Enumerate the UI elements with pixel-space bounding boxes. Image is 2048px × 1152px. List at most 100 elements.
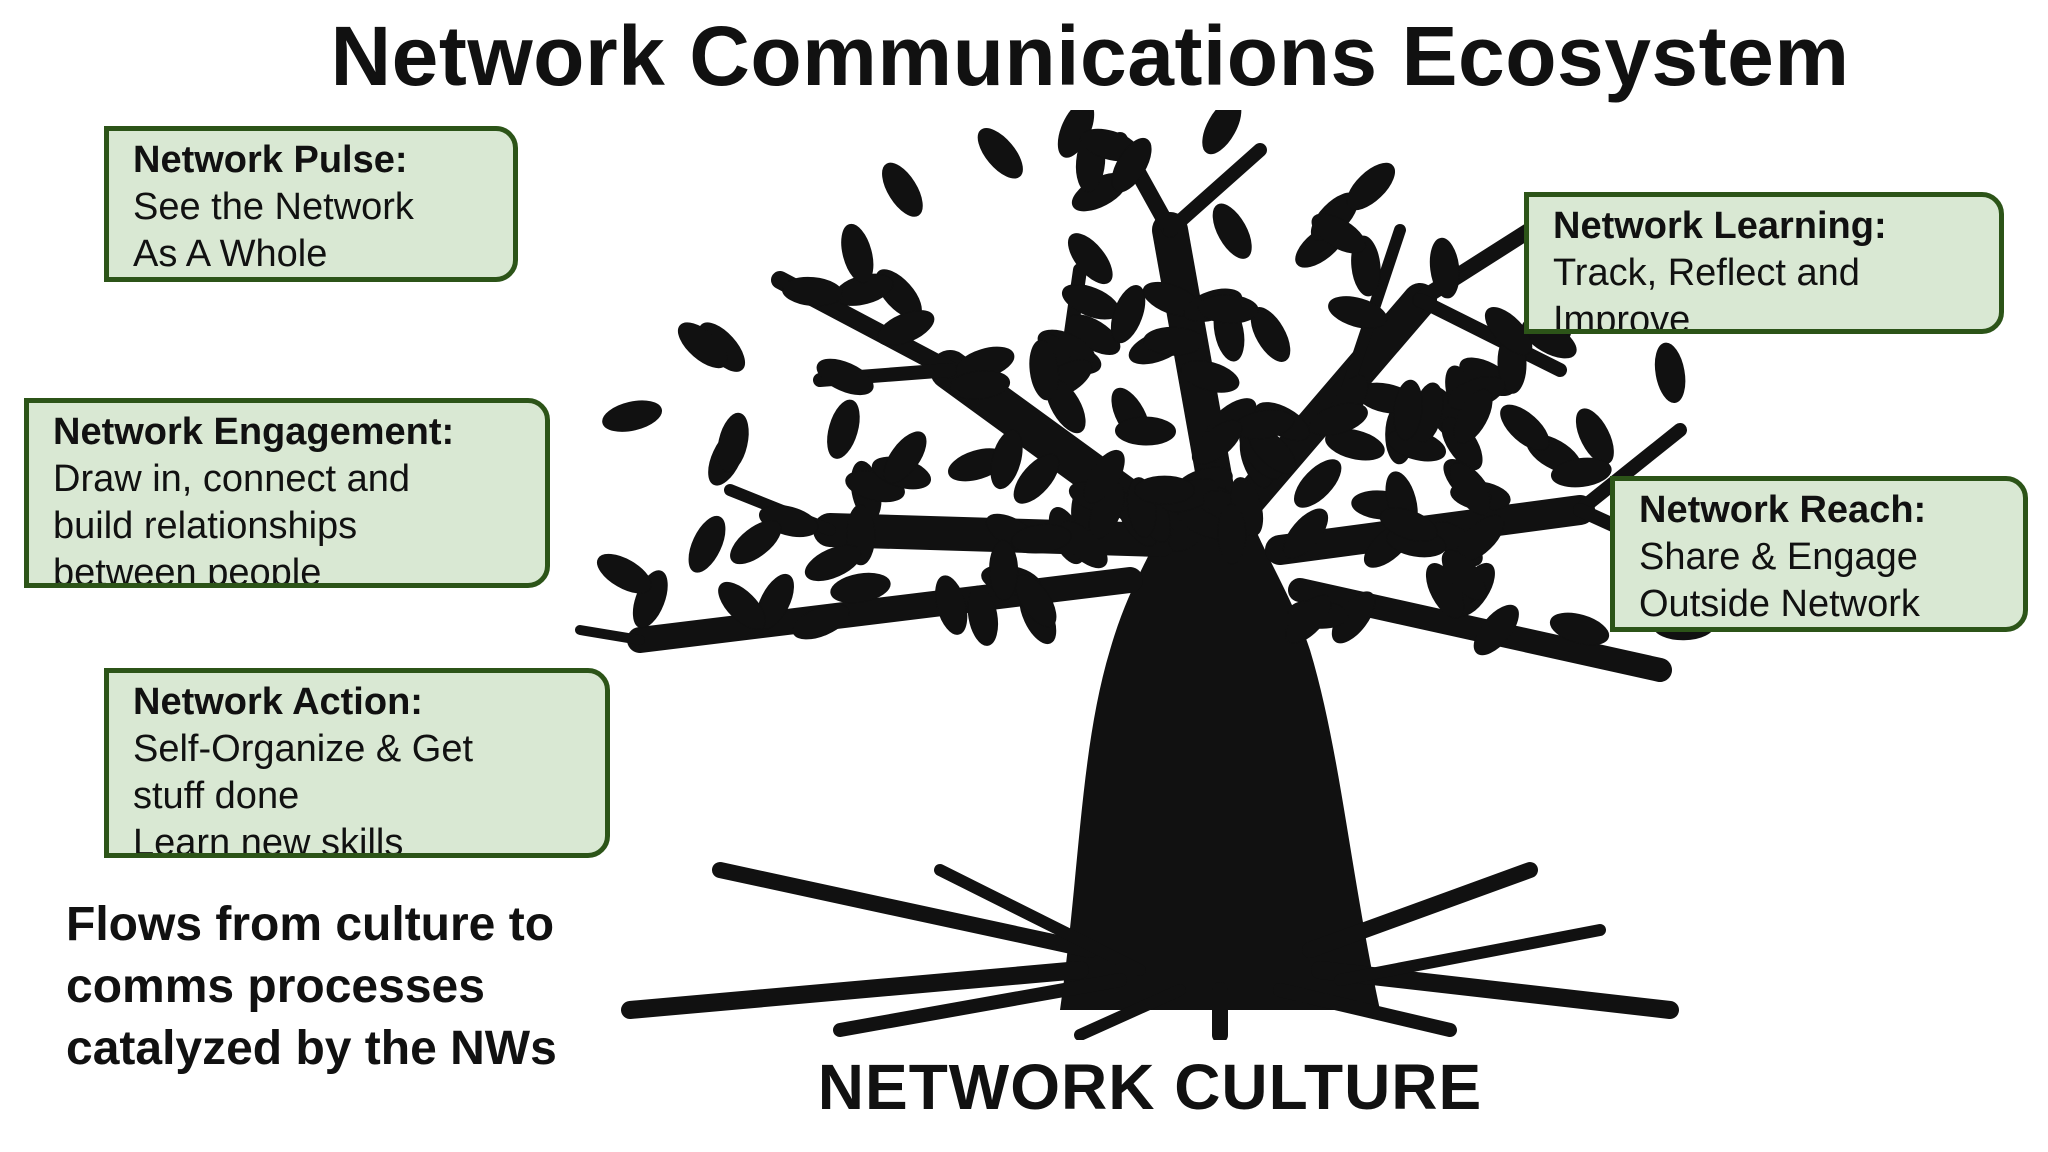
network-learning-heading: Network Learning:: [1553, 205, 1887, 247]
network-action-line: stuff done: [133, 775, 300, 817]
tree-root: [934, 864, 1146, 976]
tree-leaf: [1285, 594, 1332, 644]
tree-leaf: [804, 544, 862, 582]
tree-leaf: [967, 585, 999, 646]
tree-leaf: [1110, 285, 1146, 344]
tree-leaf: [1484, 307, 1533, 356]
tree-leaf: [1549, 612, 1610, 646]
tree-leaf: [977, 128, 1023, 179]
tree-root: [712, 862, 1098, 958]
network-pulse-heading: Network Pulse:: [133, 139, 408, 181]
network-engagement-box: Network Engagement: Draw in, connect and…: [24, 398, 550, 588]
network-pulse-box: Network Pulse: See the Network As A Whol…: [104, 126, 518, 282]
tree-leaf: [1111, 137, 1152, 193]
network-action-box: Network Action: Self-Organize & Get stuf…: [104, 668, 610, 858]
tree-leaf: [1059, 520, 1108, 569]
flows-caption-line: comms processes: [66, 960, 485, 1013]
tree-leaf: [1197, 294, 1259, 324]
tree-leaf: [602, 400, 663, 432]
tree-leaf: [1029, 339, 1060, 401]
network-action-line: Self-Organize & Get: [133, 728, 474, 770]
flows-caption-line: catalyzed by the NWs: [66, 1022, 557, 1075]
network-reach-box: Network Reach: Share & Engage Outside Ne…: [1610, 476, 2028, 632]
tree-leaf: [1068, 233, 1113, 285]
tree-leaf: [1500, 404, 1550, 451]
tree-leaf: [677, 322, 728, 369]
network-reach-line: Outside Network: [1639, 583, 1920, 625]
tree-leaf: [1550, 457, 1612, 488]
tree-leaf: [792, 603, 850, 640]
tree-leaf: [830, 572, 891, 604]
tree-root: [1273, 983, 1457, 1037]
tree-leaf: [730, 520, 782, 565]
tree-leaf: [596, 553, 652, 594]
tree-root: [1302, 862, 1538, 958]
tree-leaf: [827, 399, 860, 459]
network-reach-heading: Network Reach:: [1639, 489, 1927, 531]
tree-leaf: [1575, 408, 1614, 465]
tree-leaf: [1311, 213, 1367, 254]
network-pulse-line: As A Whole: [133, 233, 328, 275]
tree-leaf: [1308, 402, 1368, 436]
network-action-heading: Network Action:: [133, 681, 423, 723]
tree-root: [833, 973, 1127, 1037]
tree-leaf: [989, 539, 1019, 601]
flows-caption-line: Flows from culture to: [66, 898, 555, 951]
tree-leaf: [1010, 523, 1072, 554]
tree-leaf: [1328, 296, 1388, 329]
tree-branch: [1163, 143, 1267, 237]
tree-leaf: [781, 276, 843, 307]
tree-leaf: [1180, 360, 1240, 393]
tree-leaf: [1212, 203, 1252, 259]
network-learning-line: Track, Reflect and: [1553, 252, 1860, 294]
tree-leaf: [935, 575, 968, 635]
tree-leaf: [1429, 237, 1460, 299]
tree-branch: [627, 567, 1143, 653]
tree-root: [621, 961, 1089, 1019]
tree-leaf: [877, 310, 935, 346]
tree-leaf: [1654, 342, 1686, 403]
tree-illustration: [575, 110, 1715, 1040]
network-action-line: Learn new skills: [133, 822, 404, 858]
tree-leaf: [1143, 326, 1205, 356]
tree-branch: [575, 625, 645, 645]
tree-leaf: [1473, 604, 1519, 656]
tree-leaf: [1013, 453, 1060, 504]
tree-branch: [1573, 423, 1687, 517]
tree-leaf: [1346, 162, 1395, 211]
tree-leaf: [1083, 449, 1125, 504]
tree-leaf: [688, 515, 726, 573]
tree-leaf: [949, 370, 1011, 400]
tree-root: [1334, 924, 1606, 986]
network-engagement-line: Draw in, connect and: [53, 458, 410, 500]
network-engagement-heading: Network Engagement:: [53, 411, 455, 453]
tree-leaf: [1325, 428, 1385, 461]
tree-leaf: [1202, 110, 1242, 155]
network-learning-box: Network Learning: Track, Reflect and Imp…: [1524, 192, 2004, 334]
tree-leaf: [1014, 574, 1057, 628]
tree-leaf: [718, 581, 767, 630]
tree-leaf: [1449, 462, 1491, 516]
tree-leaf: [1393, 379, 1423, 441]
network-engagement-line: build relationships: [53, 505, 358, 547]
tree-leaf: [1453, 388, 1493, 444]
tree-leaf: [1217, 503, 1247, 565]
tree-leaf: [882, 162, 923, 217]
tree-root: [1074, 984, 1186, 1040]
network-engagement-line: between people: [53, 552, 322, 588]
tree-leaf: [883, 431, 927, 484]
tree-leaf: [841, 223, 874, 284]
tree-leaf: [1294, 459, 1342, 508]
tree-leaf: [1379, 507, 1438, 542]
tree-leaf: [1115, 416, 1176, 446]
diagram-title: Network Communications Ecosystem: [330, 9, 1850, 103]
network-learning-line: Improve: [1553, 299, 1691, 334]
tree-leaf: [717, 412, 749, 473]
tree-leaf: [1134, 475, 1195, 505]
network-reach-line: Share & Engage: [1639, 536, 1918, 578]
tree-leaf: [1441, 549, 1487, 601]
tree-leaf: [1191, 419, 1243, 465]
tree-leaf: [816, 358, 874, 396]
network-culture-label: NETWORK CULTURE: [817, 1051, 1483, 1123]
flows-caption: Flows from culture to comms processes ca…: [66, 894, 557, 1080]
